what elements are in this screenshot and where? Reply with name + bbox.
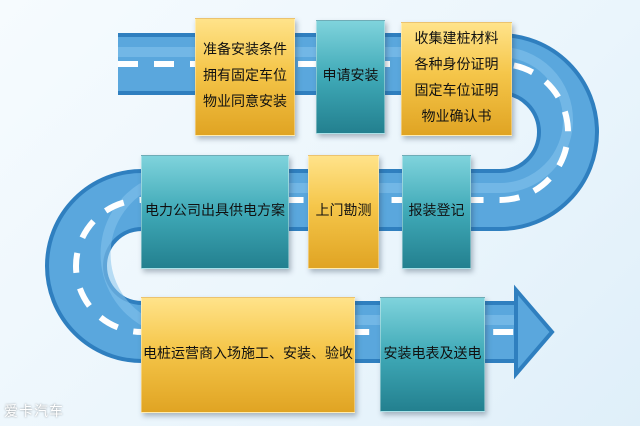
step-register-text: 报装登记 — [408, 203, 465, 220]
lane-marking — [73, 61, 571, 335]
step-register-box: 报装登记 — [402, 155, 471, 269]
step-meter-power-text: 安装电表及送电 — [383, 345, 482, 362]
step-collect-materials-text: 各种身份证明 — [414, 57, 499, 74]
step-construction-acceptance-text: 电桩运营商入场施工、安装、验收 — [143, 346, 353, 363]
road-arrowhead — [514, 284, 555, 380]
step-power-company-plan-text: 电力公司出具供电方案 — [145, 203, 285, 220]
step-prepare-conditions-text: 物业同意安装 — [203, 93, 287, 110]
step-power-company-plan-box: 电力公司出具供电方案 — [141, 155, 289, 269]
step-prepare-conditions-text: 准备安装条件 — [203, 42, 287, 59]
step-prepare-conditions-box: 准备安装条件拥有固定车位物业同意安装 — [195, 18, 295, 136]
step-prepare-conditions-text: 拥有固定车位 — [203, 68, 287, 85]
step-site-survey-box: 上门勘测 — [308, 155, 379, 269]
step-collect-materials-text: 收集建桩材料 — [414, 31, 499, 48]
step-apply-installation-text: 申请安装 — [322, 68, 379, 85]
step-site-survey-text: 上门勘测 — [315, 203, 372, 220]
step-apply-installation-box: 申请安装 — [316, 20, 385, 134]
step-collect-materials-text: 固定车位证明 — [414, 83, 499, 99]
step-meter-power-box: 安装电表及送电 — [380, 297, 485, 412]
step-construction-acceptance-box: 电桩运营商入场施工、安装、验收 — [141, 297, 355, 413]
step-collect-materials-text: 物业确认书 — [421, 108, 492, 125]
watermark-text: 爱卡汽车 — [4, 404, 64, 420]
step-collect-materials-box: 收集建桩材料各种身份证明固定车位证明物业确认书 — [401, 22, 512, 136]
